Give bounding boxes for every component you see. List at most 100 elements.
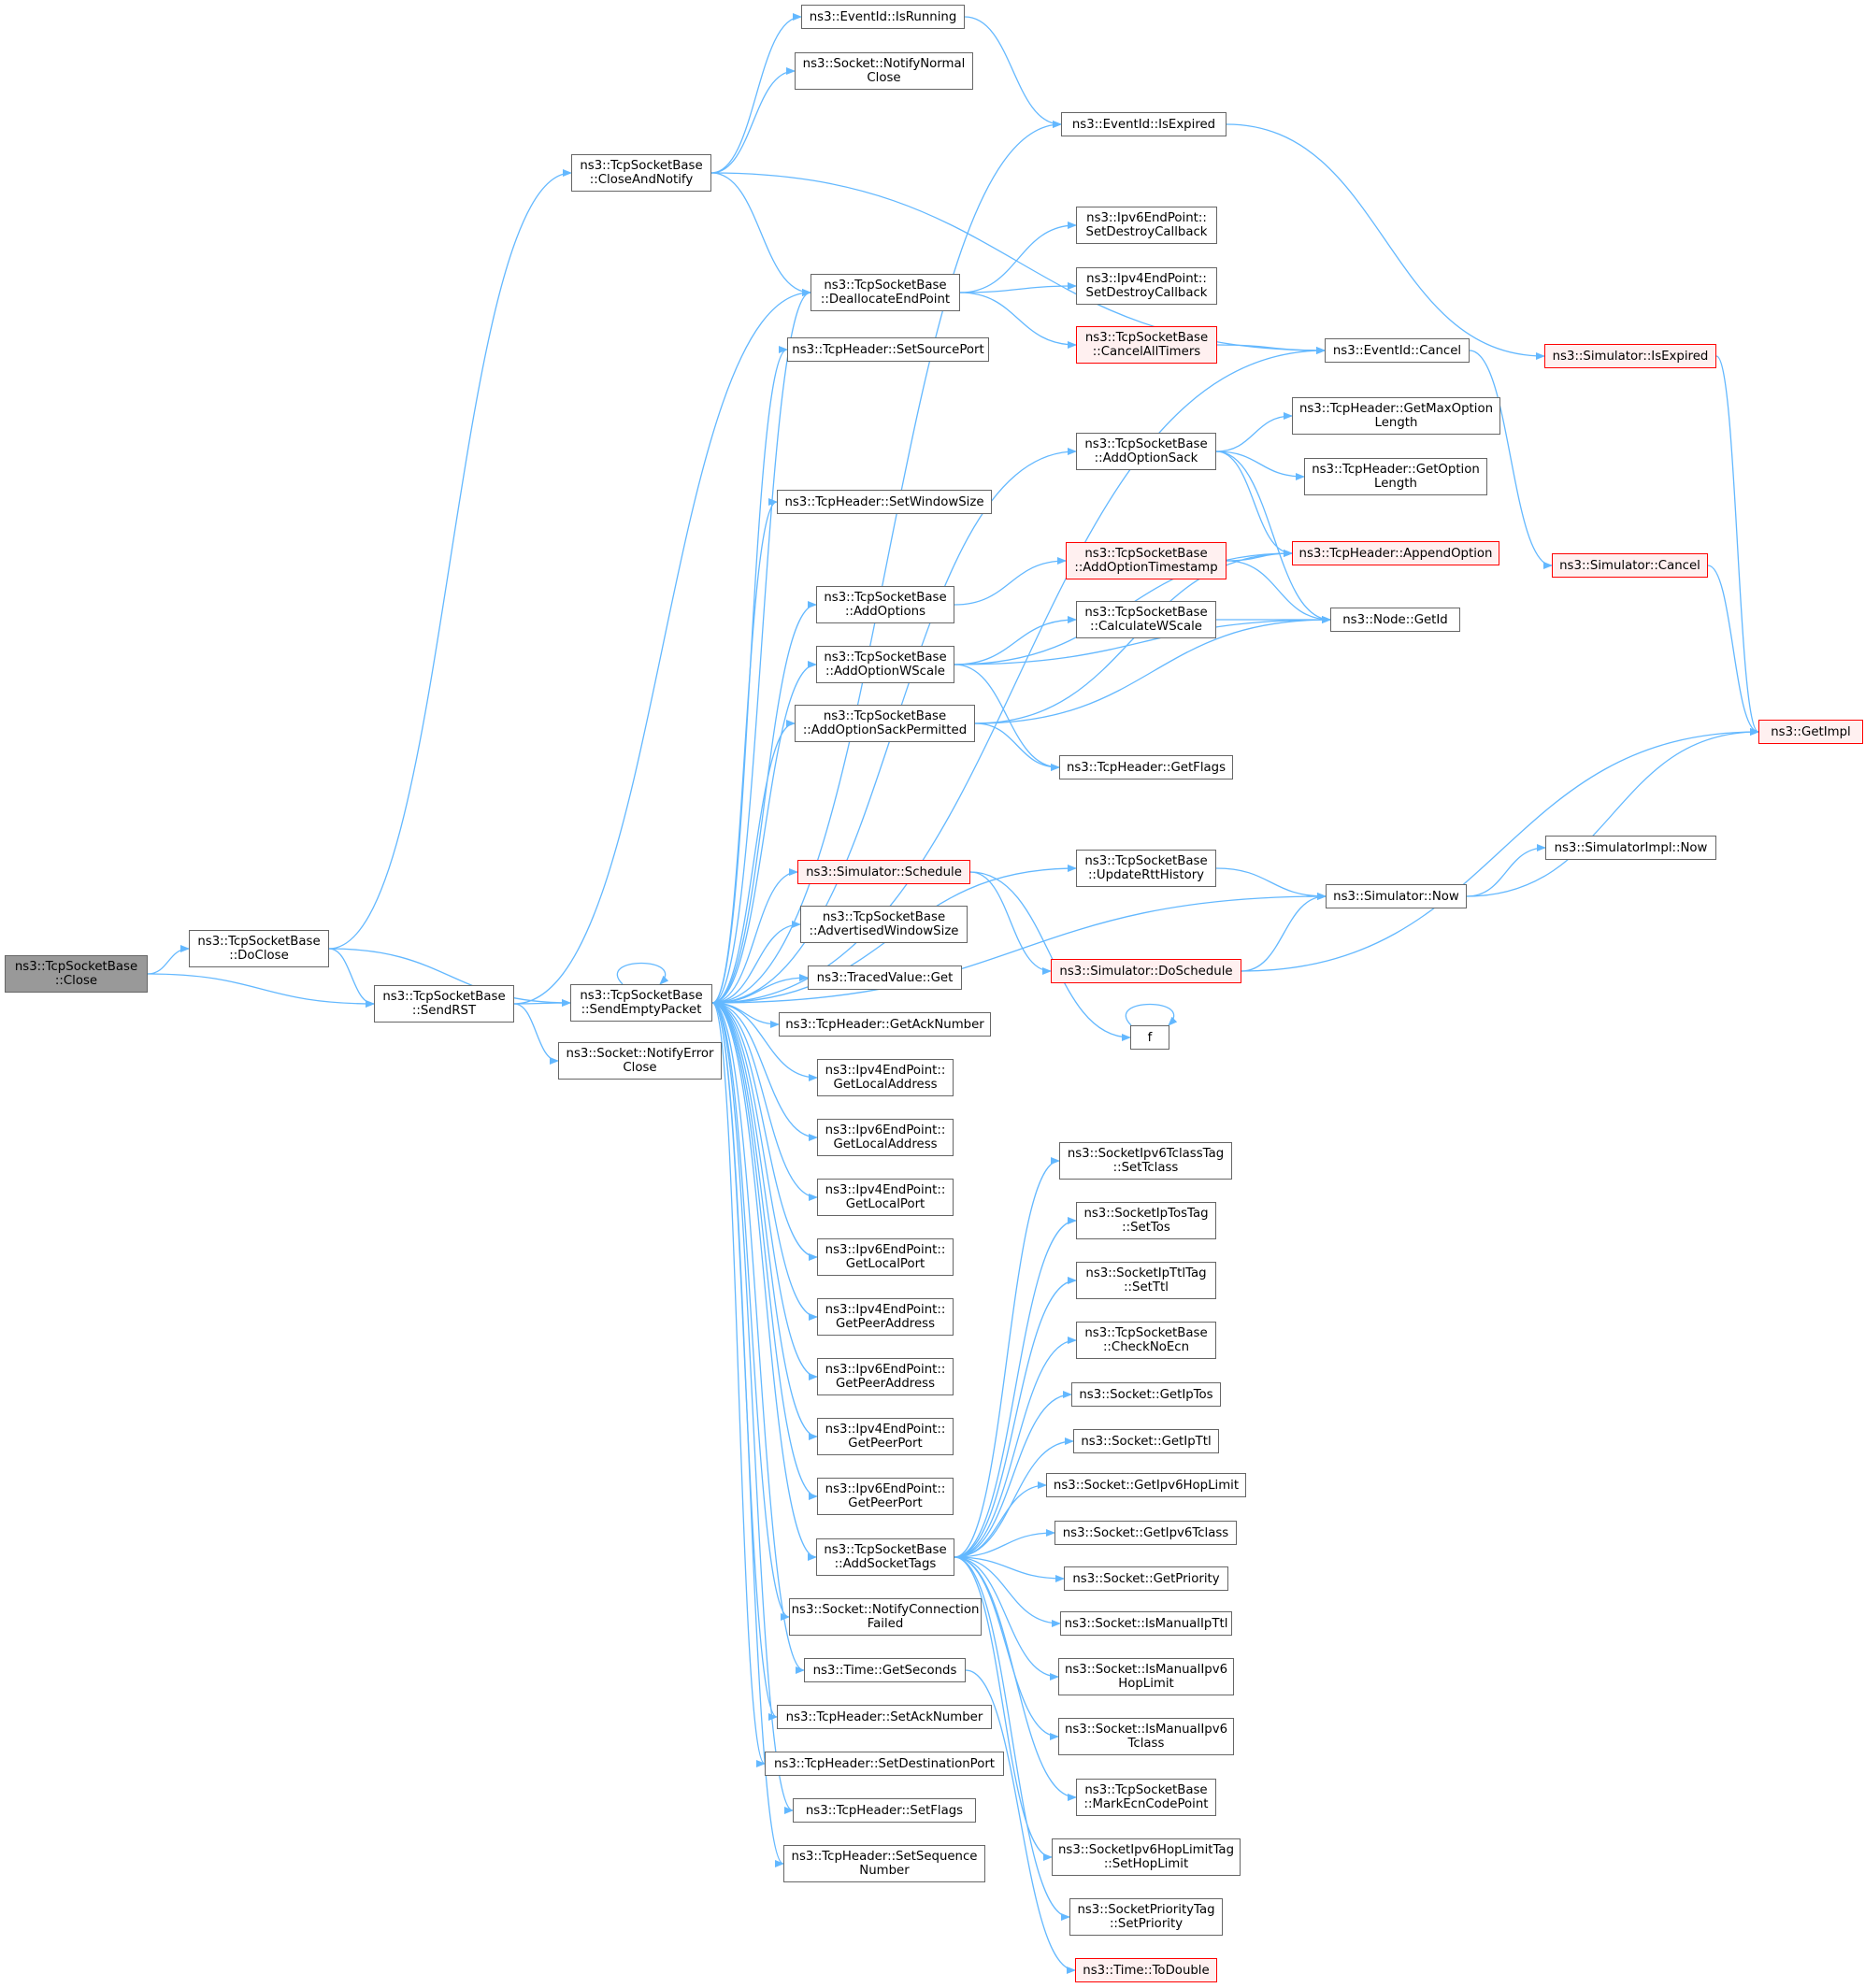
node-getmaxoptionlength[interactable]: ns3::TcpHeader::GetMaxOption Length xyxy=(1292,397,1500,435)
edge-addsockettags-to-prioritytag xyxy=(954,1556,1070,1921)
node-simimplnow[interactable]: ns3::SimulatorImpl::Now xyxy=(1545,836,1716,860)
node-addoptionwscale[interactable]: ns3::TcpSocketBase ::AddOptionWScale xyxy=(816,646,954,683)
node-dealloc[interactable]: ns3::TcpSocketBase ::DeallocateEndPoint xyxy=(811,274,960,311)
node-ipv4getpeeraddr[interactable]: ns3::Ipv4EndPoint:: GetPeerAddress xyxy=(817,1298,954,1336)
node-simdoschedule[interactable]: ns3::Simulator::DoSchedule xyxy=(1051,959,1241,983)
node-notifyerrclose[interactable]: ns3::Socket::NotifyError Close xyxy=(558,1042,722,1080)
node-notifynormalclose[interactable]: ns3::Socket::NotifyNormal Close xyxy=(795,52,973,90)
node-ismanualipttl[interactable]: ns3::Socket::IsManualIpTtl xyxy=(1060,1611,1232,1636)
edge-simdoschedule-to-simnow xyxy=(1241,893,1327,972)
node-todouble[interactable]: ns3::Time::ToDouble xyxy=(1075,1958,1217,1982)
edge-sendempty-to-addsockettags xyxy=(711,1002,817,1561)
node-updatertt[interactable]: ns3::TcpSocketBase ::UpdateRttHistory xyxy=(1076,850,1216,887)
edge-sendempty-to-setseqnumber xyxy=(711,1002,784,1867)
node-getipttl[interactable]: ns3::Socket::GetIpTtl xyxy=(1073,1429,1219,1453)
edge-closenotify-to-dealloc xyxy=(710,172,811,296)
node-tracedget[interactable]: ns3::TracedValue::Get xyxy=(808,965,962,990)
edge-sendempty-to-sendempty xyxy=(616,962,669,985)
node-ipv4getlocalport[interactable]: ns3::Ipv4EndPoint:: GetLocalPort xyxy=(817,1179,954,1216)
edge-sendempty-to-addoptionwscale xyxy=(711,661,817,1004)
edge-addsockettags-to-ismanualipv6hop xyxy=(954,1556,1059,1681)
node-calcwscale[interactable]: ns3::TcpSocketBase ::CalculateWScale xyxy=(1076,601,1216,638)
edge-addsockettags-to-markecn xyxy=(954,1556,1077,1801)
edge-sendempty-to-ipv4getpeerport xyxy=(711,1002,818,1440)
edge-sendrst-to-sendempty xyxy=(513,999,571,1008)
node-cancelalltimers[interactable]: ns3::TcpSocketBase ::CancelAllTimers xyxy=(1076,326,1217,364)
edge-sendempty-to-addoptions xyxy=(711,601,817,1004)
node-ismanualipv6hop[interactable]: ns3::Socket::IsManualIpv6 HopLimit xyxy=(1058,1658,1234,1695)
edge-sendempty-to-ipv6getlocaladdr xyxy=(711,1002,818,1141)
edge-addoptionwscale-to-nodegetid xyxy=(954,616,1331,665)
edge-sendempty-to-isexpired xyxy=(711,121,1062,1004)
node-ismanualipv6tclass[interactable]: ns3::Socket::IsManualIpv6 Tclass xyxy=(1058,1718,1234,1755)
node-addoptionsackperm[interactable]: ns3::TcpSocketBase ::AddOptionSackPermit… xyxy=(795,705,975,742)
node-setseqnumber[interactable]: ns3::TcpHeader::SetSequence Number xyxy=(783,1845,985,1882)
node-sendempty[interactable]: ns3::TcpSocketBase ::SendEmptyPacket xyxy=(570,984,712,1022)
node-closenotify[interactable]: ns3::TcpSocketBase ::CloseAndNotify xyxy=(571,154,711,192)
node-ipv6getlocalport[interactable]: ns3::Ipv6EndPoint:: GetLocalPort xyxy=(817,1238,954,1276)
edge-addoptionwscale-to-calcwscale xyxy=(954,616,1077,665)
node-simnow[interactable]: ns3::Simulator::Now xyxy=(1326,884,1467,908)
edge-sendempty-to-tracedget xyxy=(711,974,809,1004)
edge-closenotify-to-notifynormalclose xyxy=(710,67,796,174)
edge-f-to-f xyxy=(1125,1003,1178,1026)
node-ipv6setdestroy[interactable]: ns3::Ipv6EndPoint:: SetDestroyCallback xyxy=(1076,207,1217,244)
node-advwindow[interactable]: ns3::TcpSocketBase ::AdvertisedWindowSiz… xyxy=(800,906,968,943)
node-ipv6getpeerport[interactable]: ns3::Ipv6EndPoint:: GetPeerPort xyxy=(817,1478,954,1515)
node-setsourceport[interactable]: ns3::TcpHeader::SetSourcePort xyxy=(787,337,989,362)
node-appendoption[interactable]: ns3::TcpHeader::AppendOption xyxy=(1292,541,1499,565)
node-doclose[interactable]: ns3::TcpSocketBase ::DoClose xyxy=(189,930,329,967)
node-simcancel[interactable]: ns3::Simulator::Cancel xyxy=(1552,553,1708,578)
node-isexpired[interactable]: ns3::EventId::IsExpired xyxy=(1061,112,1227,136)
edge-sendempty-to-setwindowsize xyxy=(711,498,778,1004)
edge-addoptionsack-to-appendoption xyxy=(1215,451,1293,557)
node-setacknumber[interactable]: ns3::TcpHeader::SetAckNumber xyxy=(777,1705,992,1729)
node-addsockettags[interactable]: ns3::TcpSocketBase ::AddSocketTags xyxy=(816,1538,954,1576)
node-setwindowsize[interactable]: ns3::TcpHeader::SetWindowSize xyxy=(777,490,992,514)
edge-addoptions-to-addoptiontimestamp xyxy=(954,557,1067,606)
edge-addsockettags-to-getipv6hoplimit xyxy=(954,1481,1047,1558)
node-sendrst[interactable]: ns3::TcpSocketBase ::SendRST xyxy=(374,985,514,1023)
edge-sendempty-to-timegetseconds xyxy=(711,1002,805,1674)
node-ipv4getlocaladdr[interactable]: ns3::Ipv4EndPoint:: GetLocalAddress xyxy=(817,1059,954,1096)
node-ttltag[interactable]: ns3::SocketIpTtlTag ::SetTtl xyxy=(1076,1262,1216,1299)
node-prioritytag[interactable]: ns3::SocketPriorityTag ::SetPriority xyxy=(1069,1898,1223,1936)
node-isrunning[interactable]: ns3::EventId::IsRunning xyxy=(801,5,965,29)
edge-sendempty-to-notifyconnfailed xyxy=(711,1002,790,1621)
node-timegetseconds[interactable]: ns3::Time::GetSeconds xyxy=(804,1658,966,1682)
node-ipv6getlocaladdr[interactable]: ns3::Ipv6EndPoint:: GetLocalAddress xyxy=(817,1119,954,1156)
edge-sendempty-to-ipv4getlocaladdr xyxy=(711,1002,818,1081)
node-ipv4getpeerport[interactable]: ns3::Ipv4EndPoint:: GetPeerPort xyxy=(817,1418,954,1455)
node-setflags[interactable]: ns3::TcpHeader::SetFlags xyxy=(793,1798,976,1823)
node-getoptionlength[interactable]: ns3::TcpHeader::GetOption Length xyxy=(1304,458,1487,495)
node-getpriority[interactable]: ns3::Socket::GetPriority xyxy=(1064,1566,1228,1591)
node-ipv6getpeeraddr[interactable]: ns3::Ipv6EndPoint:: GetPeerAddress xyxy=(817,1358,954,1395)
node-getiptos[interactable]: ns3::Socket::GetIpTos xyxy=(1071,1382,1221,1407)
edge-doclose-to-sendempty xyxy=(328,948,571,1007)
node-getacknumber[interactable]: ns3::TcpHeader::GetAckNumber xyxy=(779,1012,991,1037)
node-getimpl[interactable]: ns3::GetImpl xyxy=(1758,720,1863,744)
node-getipv6tclass[interactable]: ns3::Socket::GetIpv6Tclass xyxy=(1054,1521,1237,1545)
node-addoptionsack[interactable]: ns3::TcpSocketBase ::AddOptionSack xyxy=(1076,433,1216,470)
node-close: ns3::TcpSocketBase ::Close xyxy=(5,955,148,993)
node-getipv6hoplimit[interactable]: ns3::Socket::GetIpv6HopLimit xyxy=(1046,1473,1246,1497)
node-setdestport[interactable]: ns3::TcpHeader::SetDestinationPort xyxy=(765,1752,1004,1776)
node-eventcancel[interactable]: ns3::EventId::Cancel xyxy=(1325,338,1470,363)
node-checknoecn[interactable]: ns3::TcpSocketBase ::CheckNoEcn xyxy=(1076,1322,1216,1359)
node-markecn[interactable]: ns3::TcpSocketBase ::MarkEcnCodePoint xyxy=(1076,1779,1216,1816)
node-tclasstag[interactable]: ns3::SocketIpv6TclassTag ::SetTclass xyxy=(1059,1142,1232,1180)
node-ipv4setdestroy[interactable]: ns3::Ipv4EndPoint:: SetDestroyCallback xyxy=(1076,267,1217,305)
node-nodegetid[interactable]: ns3::Node::GetId xyxy=(1330,608,1460,632)
node-f[interactable]: f xyxy=(1130,1025,1169,1050)
node-tostag[interactable]: ns3::SocketIpTosTag ::SetTos xyxy=(1076,1202,1216,1239)
node-addoptions[interactable]: ns3::TcpSocketBase ::AddOptions xyxy=(816,586,954,623)
node-getflags[interactable]: ns3::TcpHeader::GetFlags xyxy=(1059,755,1233,779)
edge-doclose-to-closenotify xyxy=(328,169,572,950)
node-notifyconnfailed[interactable]: ns3::Socket::NotifyConnection Failed xyxy=(789,1598,982,1636)
node-simisexpired[interactable]: ns3::Simulator::IsExpired xyxy=(1544,344,1716,368)
node-addoptiontimestamp[interactable]: ns3::TcpSocketBase ::AddOptionTimestamp xyxy=(1066,542,1227,579)
edge-addoptionsackperm-to-appendoption xyxy=(974,550,1293,724)
node-hoplimittag[interactable]: ns3::SocketIpv6HopLimitTag ::SetHopLimit xyxy=(1052,1838,1241,1876)
node-simschedule[interactable]: ns3::Simulator::Schedule xyxy=(797,860,970,884)
